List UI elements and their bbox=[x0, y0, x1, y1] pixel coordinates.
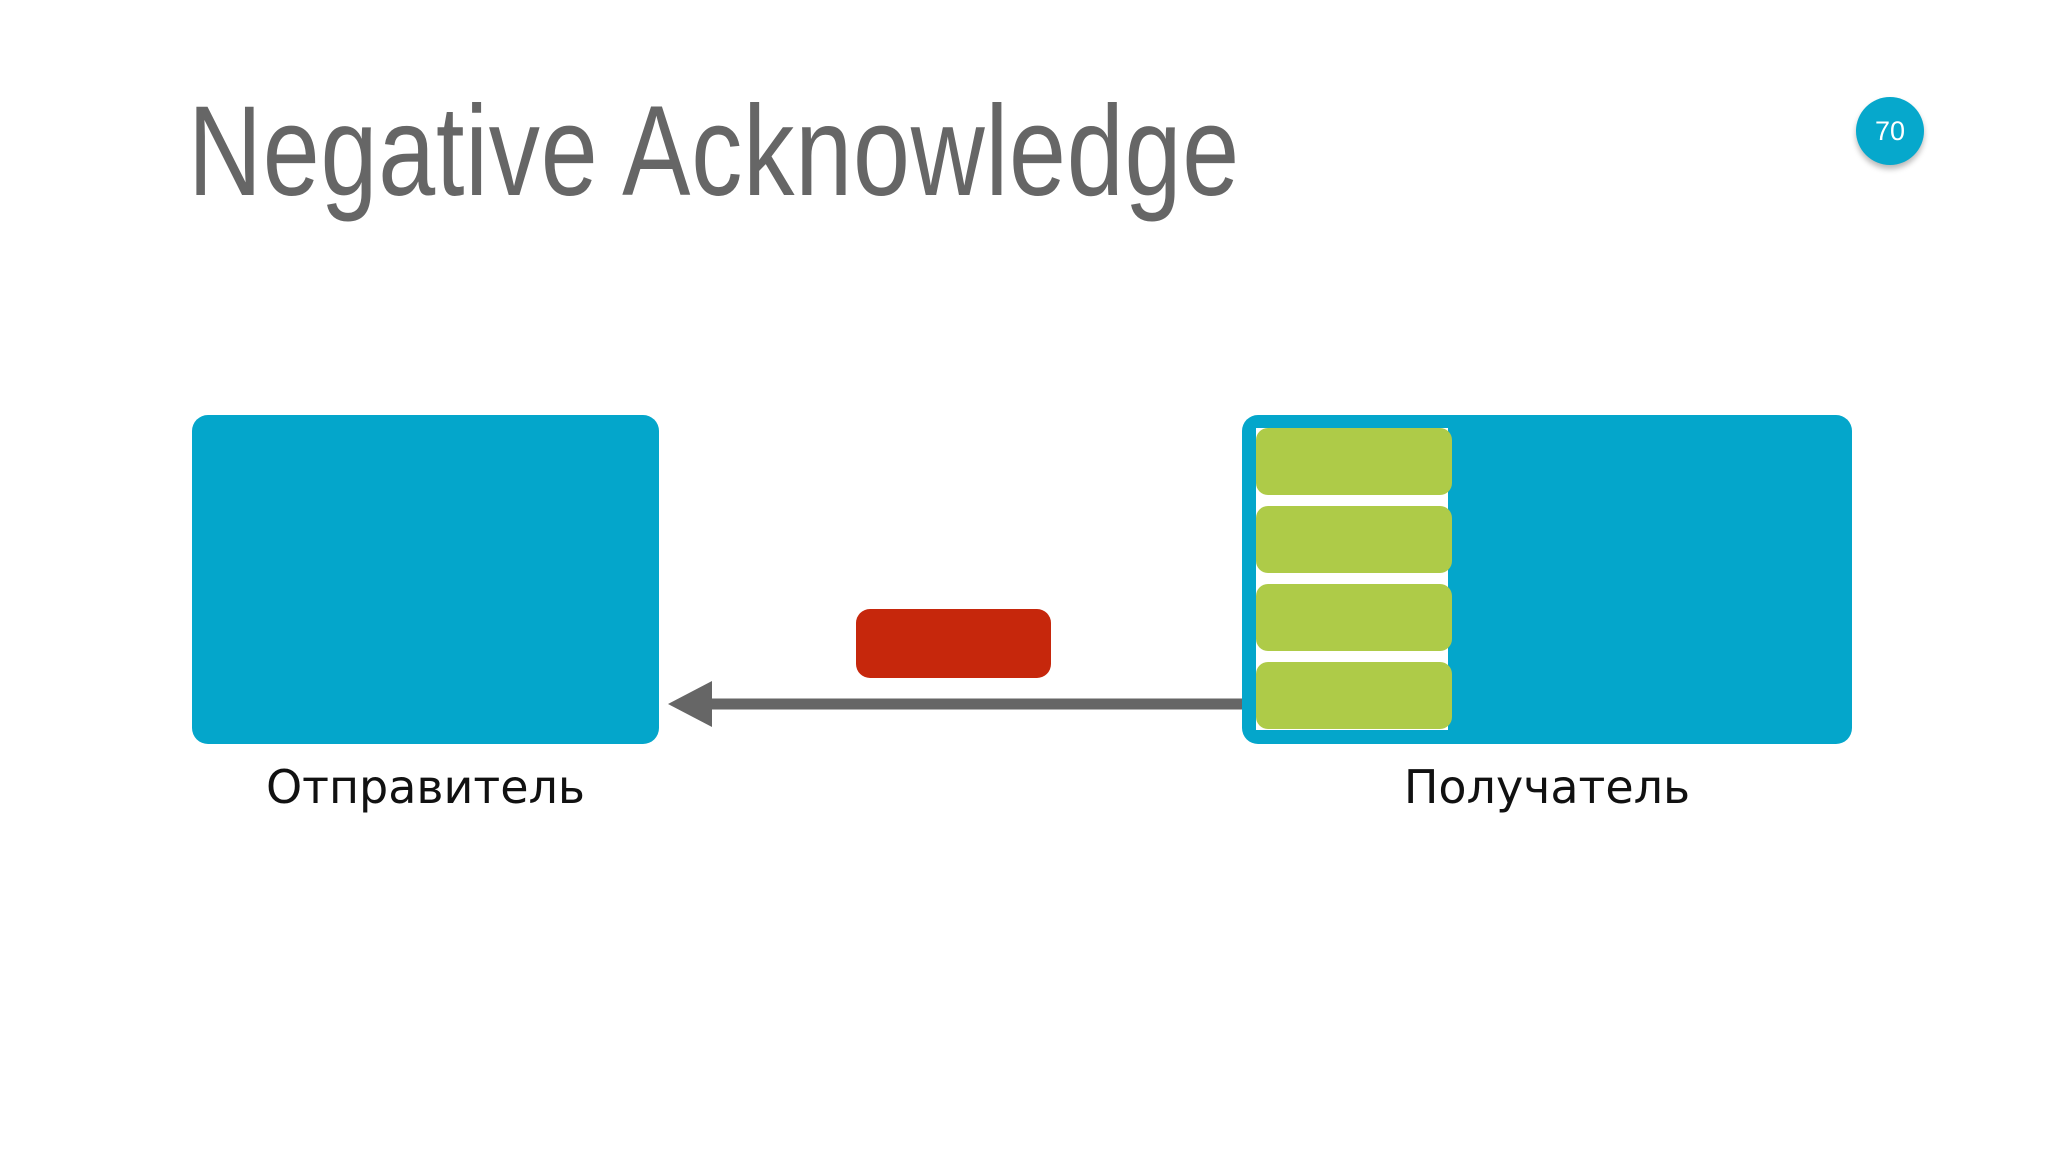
sender-label: Отправитель bbox=[265, 760, 586, 814]
sender-box bbox=[192, 415, 659, 744]
page-number-badge: 70 bbox=[1856, 97, 1924, 165]
buffered-packet bbox=[1256, 428, 1452, 495]
buffered-packet bbox=[1256, 584, 1452, 651]
buffered-packet bbox=[1256, 506, 1452, 573]
buffered-packet bbox=[1256, 662, 1452, 729]
nak-arrow-head bbox=[668, 681, 712, 727]
receiver-label: Получатель bbox=[1403, 760, 1691, 814]
nak-packet bbox=[856, 609, 1051, 678]
slide-title: Negative Acknowledge bbox=[188, 80, 1241, 223]
